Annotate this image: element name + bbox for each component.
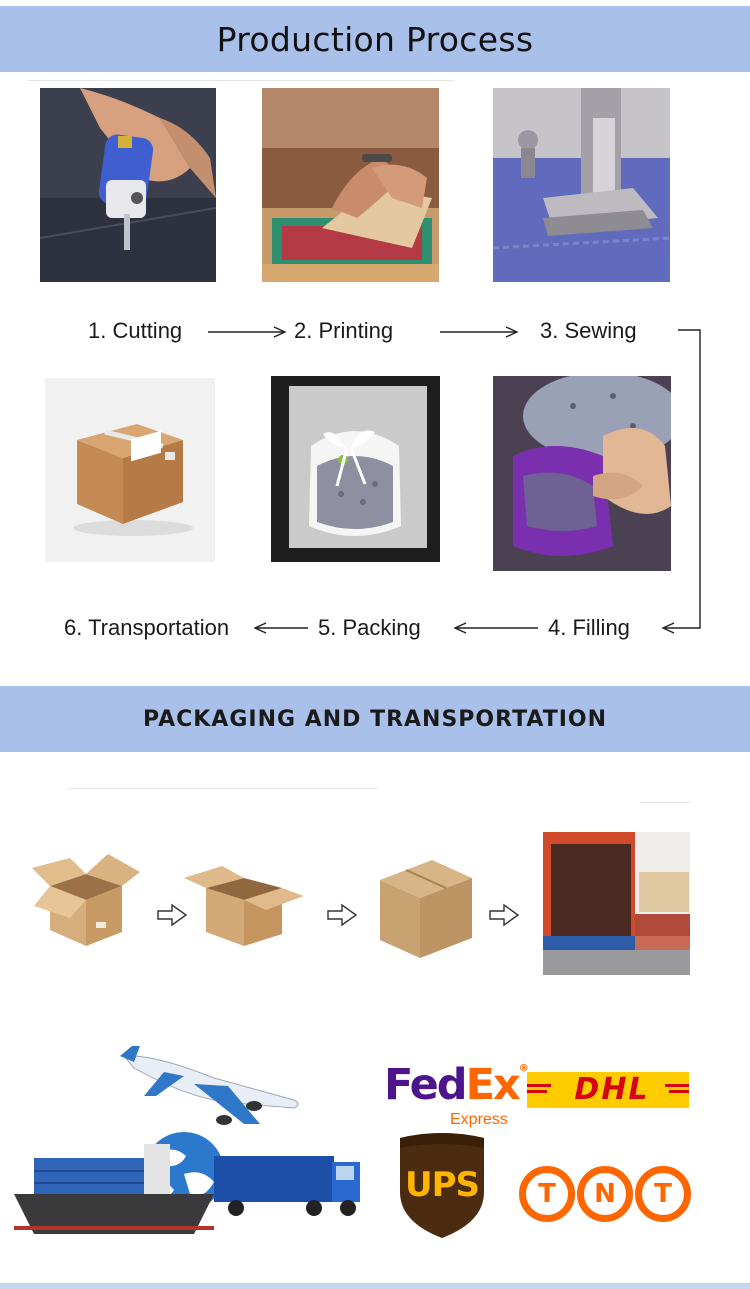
production-process-banner: Production Process [0, 6, 750, 72]
divider-line [28, 80, 453, 81]
arrow-right-icon [208, 326, 287, 338]
step-transportation: 6. Transportation [64, 615, 230, 640]
section-title-production: Production Process [216, 19, 534, 59]
tnt-letter-t2: T [654, 1179, 672, 1209]
arrow-outline-icon [327, 903, 358, 927]
step-cutting: 1. Cutting [88, 318, 183, 343]
fedex-fed: Fed [384, 1060, 468, 1110]
fedex-ex: Ex [465, 1060, 521, 1110]
packing-photo [271, 376, 440, 562]
ups-text: UPS [404, 1165, 480, 1205]
ups-logo: UPS [396, 1132, 488, 1240]
tnt-circle-t1: T [519, 1166, 575, 1222]
shipping-box-photo [45, 378, 215, 562]
tnt-circle-n: N [577, 1166, 633, 1222]
step-printing: 2. Printing [294, 318, 394, 343]
tnt-circle-t2: T [635, 1166, 691, 1222]
bottom-bar [0, 1283, 750, 1289]
container-loading-photo [543, 832, 690, 975]
arrow-outline-icon [157, 903, 188, 927]
tnt-logo: T N T [519, 1164, 691, 1224]
step-sewing: 3. Sewing [540, 318, 637, 343]
fedex-logo: FedEx® [384, 1060, 529, 1110]
dhl-text: DHL [574, 1072, 650, 1107]
step-packing: 5. Packing [318, 615, 421, 640]
tnt-letter-t: T [538, 1179, 556, 1209]
divider-line [640, 802, 690, 803]
printing-photo [262, 88, 439, 282]
divider-line [68, 788, 378, 789]
closed-box-icon [380, 860, 472, 958]
arrow-left-icon [454, 622, 538, 634]
step-filling: 4. Filling [548, 615, 630, 640]
half-closed-box-icon [184, 866, 304, 946]
transport-montage-icon [14, 1046, 360, 1234]
fedex-express: Express [450, 1111, 508, 1128]
packaging-transportation-banner: PACKAGING AND TRANSPORTATION [0, 686, 750, 752]
airplane-icon [120, 1046, 299, 1125]
arrow-outline-icon [489, 903, 520, 927]
arrow-right-icon [440, 326, 519, 338]
dhl-logo: DHL [527, 1072, 689, 1108]
section-title-packaging: PACKAGING AND TRANSPORTATION [142, 706, 607, 732]
filling-photo [493, 376, 671, 571]
tnt-letter-n: N [594, 1179, 616, 1209]
connector-down-icon [661, 329, 701, 634]
open-box-icon [32, 854, 140, 946]
ups-shield-icon [400, 1133, 484, 1238]
cutting-photo [40, 88, 216, 282]
dhl-stripes-icon [527, 1084, 689, 1093]
sewing-photo [493, 88, 670, 282]
arrow-left-icon [254, 622, 308, 634]
